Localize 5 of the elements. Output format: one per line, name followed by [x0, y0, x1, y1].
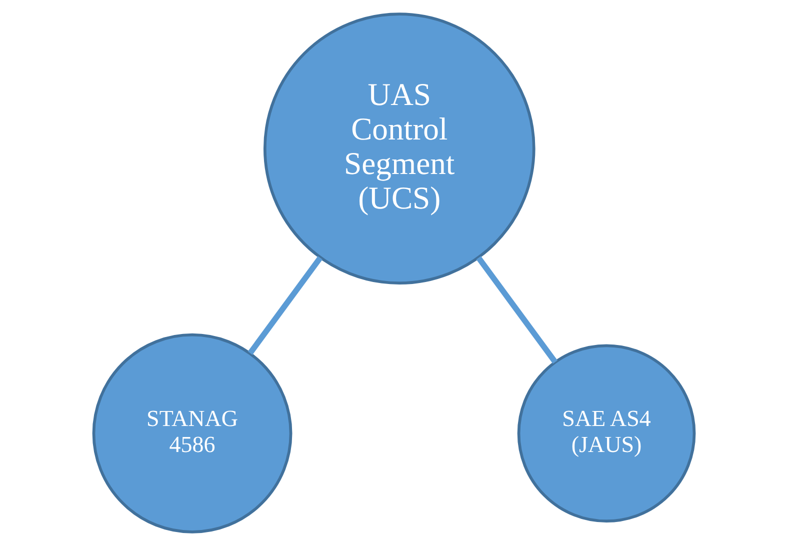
- node-circle: UAS Control Segment (UCS): [263, 12, 536, 284]
- connector: [248, 256, 323, 355]
- connector: [476, 256, 558, 364]
- node-circle: SAE AS4 (JAUS): [517, 344, 696, 523]
- node-circle: STANAG 4586: [92, 333, 292, 534]
